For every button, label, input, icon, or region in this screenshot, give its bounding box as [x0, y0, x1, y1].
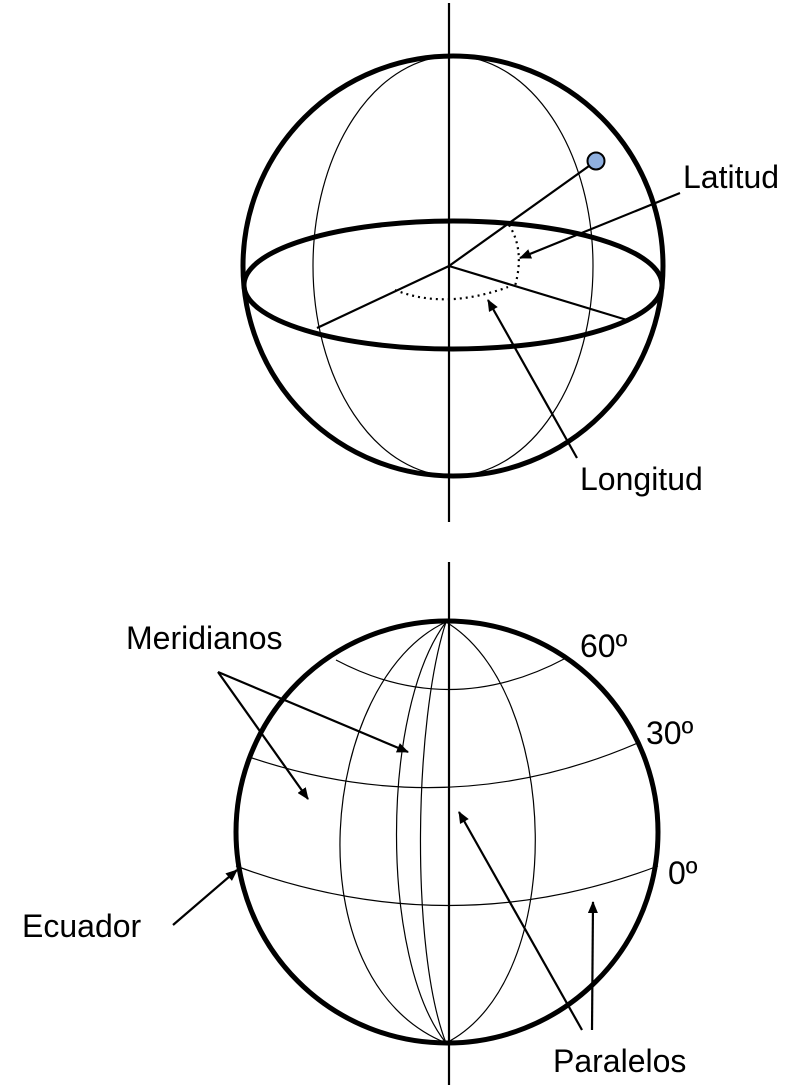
- meridian: [419, 621, 447, 1044]
- latitude-label: Latitud: [683, 159, 779, 195]
- meridians-label: Meridianos: [126, 620, 283, 656]
- longitude-arrow: [487, 299, 578, 459]
- parallels-label: Paralelos: [553, 1043, 686, 1079]
- radius-left: [316, 265, 450, 329]
- radius-right: [448, 264, 628, 322]
- parallel-30: [248, 741, 641, 789]
- sphere-outline: [240, 53, 666, 479]
- parallels-arrow: [587, 901, 598, 1031]
- globe-outline: [233, 618, 661, 1046]
- parallel-0-label: 0º: [668, 855, 698, 891]
- latitude-arrow: [519, 191, 681, 260]
- longitude-label: Longitud: [580, 461, 703, 497]
- equator-ellipse: [241, 218, 665, 352]
- parallels-arrow: [458, 811, 583, 1031]
- radius-to-point: [448, 160, 597, 267]
- location-point: [586, 151, 606, 171]
- meridian: [395, 621, 447, 1044]
- meridians-parallels-globe: Meridianos 60º 30º 0º Ecuador Paralelos: [22, 562, 698, 1085]
- equator-arrow: [172, 869, 238, 926]
- parallel-30-label: 30º: [646, 715, 694, 751]
- meridians-arrow: [217, 671, 309, 800]
- parallel-60-label: 60º: [580, 628, 628, 664]
- meridian: [445, 621, 536, 1044]
- parallel-0: [235, 865, 659, 907]
- meridian: [339, 621, 447, 1044]
- longitude-angle-arc: [394, 285, 509, 301]
- latitude-longitude-sphere: Latitud Longitud: [240, 3, 779, 522]
- parallel-60: [335, 657, 567, 691]
- equator-label: Ecuador: [22, 908, 142, 944]
- meridians-arrow: [217, 670, 409, 754]
- latitude-angle-arc: [508, 224, 520, 287]
